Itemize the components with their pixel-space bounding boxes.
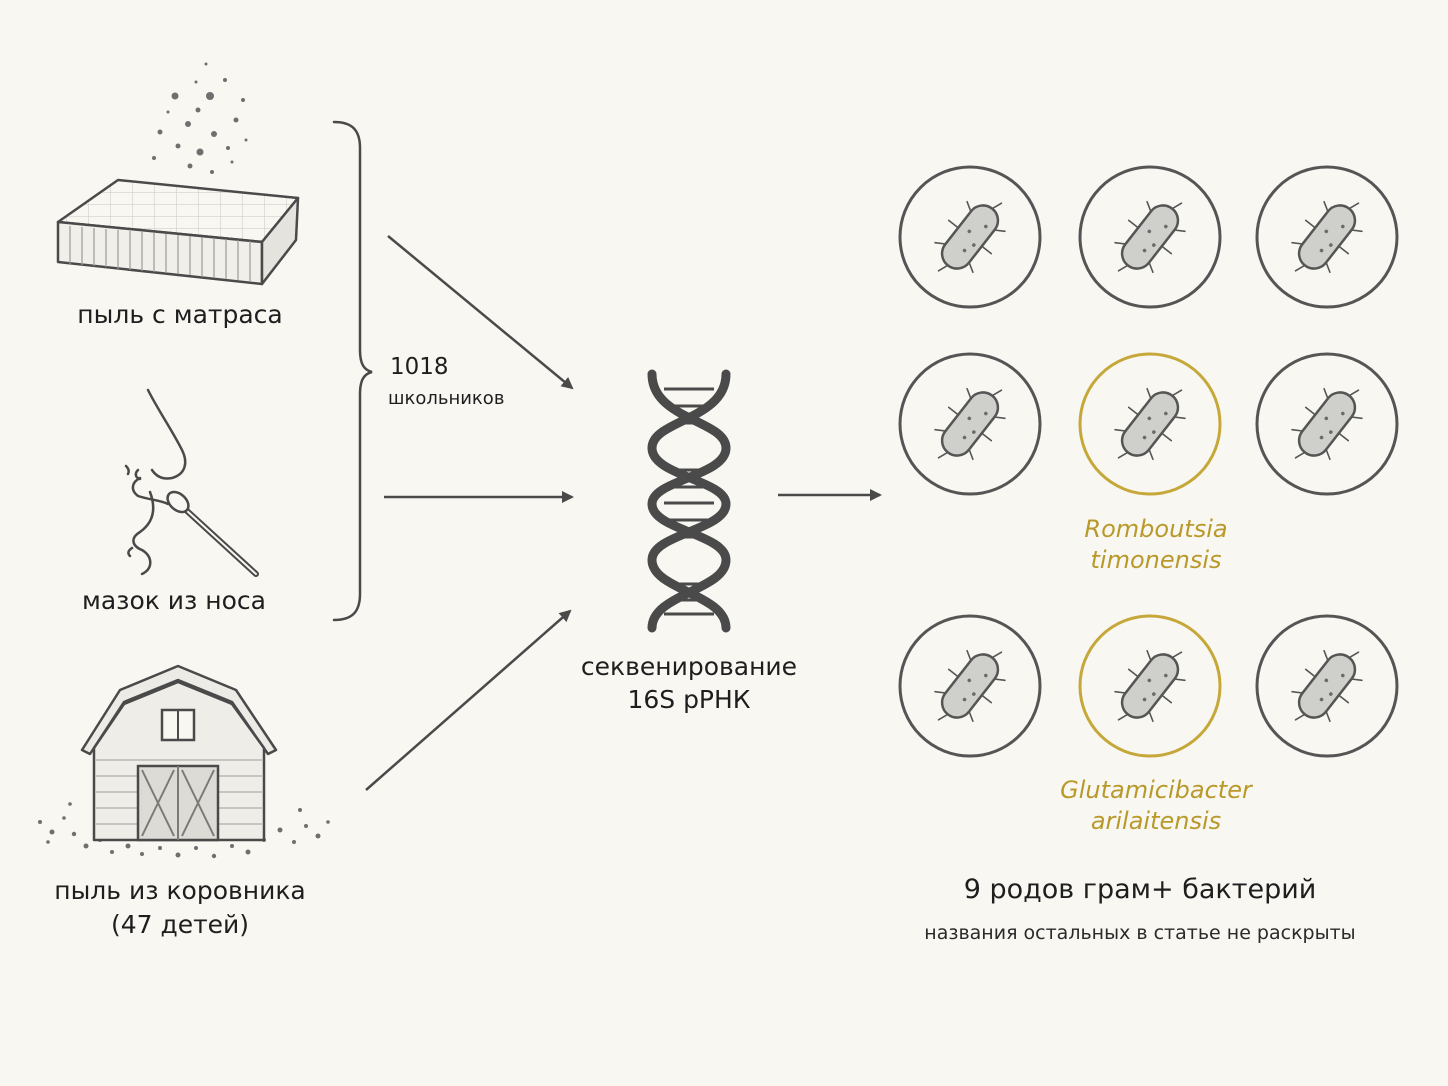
bacterium-cell — [1255, 352, 1399, 496]
result-subtitle: названия остальных в статье не раскрыты — [924, 922, 1356, 944]
bacterium-icon — [1291, 387, 1363, 461]
dust-particles — [152, 62, 248, 174]
mattress-icon — [56, 178, 300, 286]
bacterium-icon — [1114, 200, 1186, 274]
bacterium-icon — [934, 200, 1006, 274]
species-2-genus: Glutamicibacter — [1060, 776, 1252, 804]
source-label-barn: пыль из коровника (47 детей) — [40, 874, 320, 942]
nose-swab-icon — [124, 388, 259, 577]
source-label-nose-swab: мазок из носа — [81, 586, 266, 615]
bacterium-cell — [1078, 165, 1222, 309]
bacterium-icon — [1291, 649, 1363, 723]
species-1-genus: Romboutsia — [1084, 515, 1228, 543]
bacterium-cell — [1255, 165, 1399, 309]
bracket — [332, 120, 373, 622]
method-label: секвенирование 16S рРНК — [574, 650, 804, 716]
bacterium-icon — [1114, 387, 1186, 461]
arrow-barn-to-dna — [365, 609, 572, 791]
bacterium-cell — [1255, 614, 1399, 758]
bacterium-icon — [934, 649, 1006, 723]
dna-icon — [647, 369, 731, 633]
bacterium-icon — [1114, 649, 1186, 723]
cohort-count: 1018 — [390, 354, 449, 380]
bacterium-cell-highlighted — [1078, 352, 1222, 496]
species-label-romboutsia: Romboutsia timonensis — [1046, 514, 1266, 576]
species-2-epithet: arilaitensis — [1090, 807, 1222, 835]
bacterium-cell — [898, 352, 1042, 496]
bacterium-cell-highlighted — [1078, 614, 1222, 758]
barn-label-line-1: пыль из коровника — [54, 876, 306, 905]
species-1-epithet: timonensis — [1090, 546, 1222, 574]
arrow-mattress-to-dna — [387, 235, 574, 390]
barn-icon — [38, 664, 330, 859]
result-title: 9 родов грам+ бактерий — [963, 874, 1317, 905]
barn-label-line-2: (47 детей) — [110, 910, 250, 939]
method-line-2: 16S рРНК — [627, 685, 751, 714]
bacterium-icon — [934, 387, 1006, 461]
bacterium-icon — [1291, 200, 1363, 274]
bacterium-cell — [898, 165, 1042, 309]
source-label-mattress: пыль с матраса — [77, 300, 283, 329]
cohort-label: школьников — [388, 388, 505, 409]
bacterium-cell — [898, 614, 1042, 758]
bacteria-grid — [898, 165, 1399, 758]
species-label-glutamicibacter: Glutamicibacter arilaitensis — [1036, 775, 1276, 837]
method-line-1: секвенирование — [580, 652, 798, 681]
